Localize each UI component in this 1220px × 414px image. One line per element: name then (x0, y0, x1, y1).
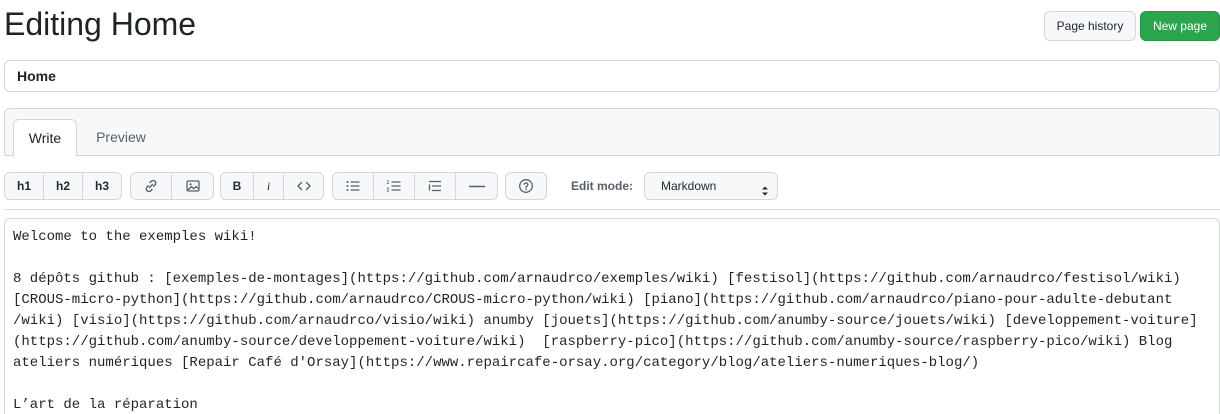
h2-button[interactable]: h2 (44, 173, 83, 199)
horizontal-rule-button[interactable] (456, 173, 497, 199)
image-button[interactable] (172, 173, 213, 199)
heading-button-group: h1 h2 h3 (4, 172, 122, 200)
tab-write[interactable]: Write (13, 119, 77, 157)
task-list-icon (427, 178, 443, 194)
page-title-input[interactable]: Home (4, 60, 1220, 92)
italic-button[interactable]: i (254, 173, 284, 199)
editor-line: [CROUS-micro-python](https://github.com/… (13, 292, 1173, 308)
edit-mode-select[interactable]: Markdown (644, 172, 778, 200)
editor-line (13, 248, 1211, 269)
task-list-button[interactable] (415, 173, 456, 199)
editor-line: (https://github.com/anumby-source/develo… (13, 334, 1173, 350)
page-title: Editing Home (4, 6, 197, 42)
edit-mode-label: Edit mode: (571, 179, 633, 193)
editor-line: Welcome to the exemples wiki! (13, 229, 257, 245)
bold-button[interactable]: B (221, 173, 254, 199)
editor-line: 8 dépôts github : [exemples-de-montages]… (13, 271, 1181, 287)
format-button-group: B i (220, 172, 324, 200)
image-icon (185, 178, 201, 194)
wiki-content-textarea[interactable]: Welcome to the exemples wiki! 8 dépôts g… (4, 218, 1220, 414)
code-icon (296, 178, 312, 194)
select-arrows-icon (761, 180, 769, 206)
svg-text:2: 2 (387, 188, 390, 194)
insert-button-group (130, 172, 214, 200)
link-icon (143, 178, 159, 194)
editor-tabbar: Write Preview (4, 108, 1220, 157)
unordered-list-icon (345, 178, 361, 194)
editor-line (13, 374, 1211, 395)
code-button[interactable] (284, 173, 323, 199)
editor-line: L’art de la réparation (13, 397, 198, 413)
help-button-group (505, 172, 547, 200)
toolbar-divider (4, 209, 1220, 210)
editor-line: /wiki) [visio](https://github.com/arnaud… (13, 313, 1198, 329)
editor-line: ateliers numériques [Repair Café d'Orsay… (13, 355, 980, 371)
new-page-button[interactable]: New page (1140, 11, 1220, 41)
unordered-list-button[interactable] (333, 173, 374, 199)
tab-preview[interactable]: Preview (96, 129, 146, 145)
link-button[interactable] (131, 173, 172, 199)
help-button[interactable] (506, 173, 546, 199)
horizontal-rule-icon (468, 178, 486, 194)
help-icon (518, 178, 534, 194)
edit-mode-value: Markdown (661, 179, 717, 193)
h1-button[interactable]: h1 (5, 173, 44, 199)
markdown-toolbar: h1 h2 h3 B i (4, 172, 1220, 202)
svg-text:1: 1 (387, 180, 390, 186)
h3-button[interactable]: h3 (94, 179, 109, 193)
page-history-button[interactable]: Page history (1044, 11, 1136, 41)
